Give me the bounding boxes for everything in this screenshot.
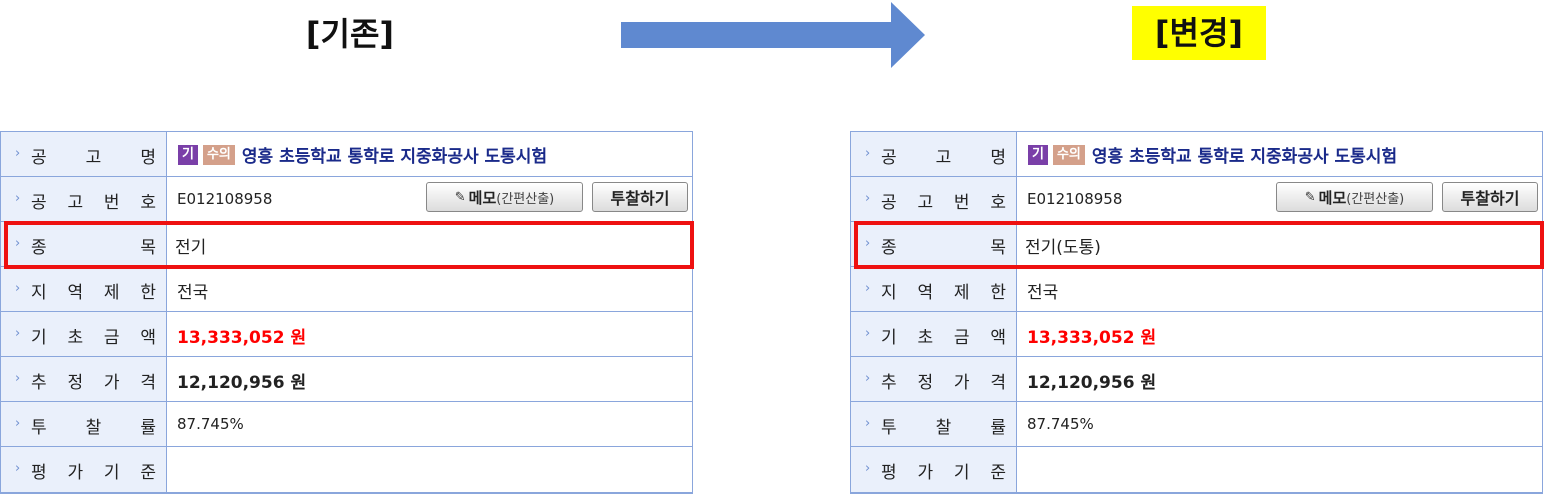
notice-number: E012108958: [177, 190, 273, 208]
row-region: › 지 역 제 한 전국: [1, 267, 692, 312]
label-est-price: › 추 정 가 격: [851, 357, 1017, 401]
chevron-right-icon: ›: [15, 236, 21, 251]
row-est-price: › 추 정 가 격 12,120,956 원: [1, 357, 692, 402]
label-notice-no: › 공 고 번 호: [851, 177, 1017, 221]
category-value: 전기(도통): [1025, 238, 1101, 258]
label-region: › 지 역 제 한: [1, 267, 167, 311]
badge-sui: 수의: [1052, 144, 1085, 165]
memo-button[interactable]: ✎ 메모 (간편산출): [426, 182, 583, 212]
heading-after: [변경]: [1132, 6, 1266, 60]
row-criteria: › 평 가 기 준: [851, 447, 1542, 493]
row-notice-no: › 공 고 번 호 E012108958 ✎ 메모 (간편산출) 투찰하기: [851, 177, 1542, 222]
row-notice-name: › 공 고 명 기 수의 영흥 초등학교 통학로 지중화공사 도통시험: [851, 132, 1542, 177]
notice-number: E012108958: [1027, 190, 1123, 208]
chevron-right-icon: ›: [15, 371, 21, 386]
row-criteria: › 평 가 기 준: [1, 447, 692, 493]
row-category: › 종 목 전기: [1, 222, 692, 267]
notice-title-link[interactable]: 영흥 초등학교 통학로 지중화공사 도통시험: [1091, 147, 1398, 167]
notice-panel-after: › 공 고 명 기 수의 영흥 초등학교 통학로 지중화공사 도통시험 › 공 …: [850, 131, 1544, 494]
label-notice-name: › 공 고 명: [1, 132, 167, 176]
notice-title-cell: 기 수의 영흥 초등학교 통학로 지중화공사 도통시험: [178, 142, 547, 167]
row-bid-rate: › 투 찰 률 87.745%: [851, 402, 1542, 447]
label-criteria: › 평 가 기 준: [851, 447, 1017, 492]
row-base-amount: › 기 초 금 액 13,333,052 원: [1, 312, 692, 357]
chevron-right-icon: ›: [865, 191, 871, 206]
label-est-price: › 추 정 가 격: [1, 357, 167, 401]
chevron-right-icon: ›: [15, 146, 21, 161]
region-value: 전국: [177, 283, 209, 303]
region-value: 전국: [1027, 283, 1059, 303]
bid-button[interactable]: 투찰하기: [592, 182, 688, 212]
bid-rate-value: 87.745%: [177, 415, 244, 433]
est-price-value: 12,120,956 원: [1027, 373, 1157, 393]
label-category: › 종 목: [851, 222, 1017, 266]
notice-panel-before: › 공 고 명 기 수의 영흥 초등학교 통학로 지중화공사 도통시험 › 공 …: [0, 131, 694, 494]
row-notice-name: › 공 고 명 기 수의 영흥 초등학교 통학로 지중화공사 도통시험: [1, 132, 692, 177]
heading-before: [기존]: [305, 15, 395, 53]
chevron-right-icon: ›: [865, 281, 871, 296]
chevron-right-icon: ›: [15, 191, 21, 206]
label-notice-no: › 공 고 번 호: [1, 177, 167, 221]
row-region: › 지 역 제 한 전국: [851, 267, 1542, 312]
chevron-right-icon: ›: [15, 326, 21, 341]
row-est-price: › 추 정 가 격 12,120,956 원: [851, 357, 1542, 402]
chevron-right-icon: ›: [865, 236, 871, 251]
label-notice-name: › 공 고 명: [851, 132, 1017, 176]
label-bid-rate: › 투 찰 률: [1, 402, 167, 446]
est-price-value: 12,120,956 원: [177, 373, 307, 393]
label-base-amount: › 기 초 금 액: [1, 312, 167, 356]
chevron-right-icon: ›: [865, 371, 871, 386]
bid-button[interactable]: 투찰하기: [1442, 182, 1538, 212]
notice-title-link[interactable]: 영흥 초등학교 통학로 지중화공사 도통시험: [241, 147, 548, 167]
chevron-right-icon: ›: [15, 461, 21, 476]
chevron-right-icon: ›: [865, 416, 871, 431]
badge-gi: 기: [1028, 144, 1048, 165]
chevron-right-icon: ›: [865, 326, 871, 341]
row-base-amount: › 기 초 금 액 13,333,052 원: [851, 312, 1542, 357]
badge-sui: 수의: [202, 144, 235, 165]
row-bid-rate: › 투 찰 률 87.745%: [1, 402, 692, 447]
bid-rate-value: 87.745%: [1027, 415, 1094, 433]
row-category: › 종 목 전기(도통): [851, 222, 1542, 267]
memo-icon: ✎: [1304, 189, 1316, 205]
base-amount-value: 13,333,052 원: [1027, 328, 1157, 348]
label-criteria: › 평 가 기 준: [1, 447, 167, 492]
base-amount-value: 13,333,052 원: [177, 328, 307, 348]
label-bid-rate: › 투 찰 률: [851, 402, 1017, 446]
label-category: › 종 목: [1, 222, 167, 266]
badge-gi: 기: [178, 144, 198, 165]
label-region: › 지 역 제 한: [851, 267, 1017, 311]
chevron-right-icon: ›: [15, 281, 21, 296]
label-base-amount: › 기 초 금 액: [851, 312, 1017, 356]
category-value: 전기: [175, 238, 207, 258]
arrow-right-icon: [621, 2, 925, 68]
notice-title-cell: 기 수의 영흥 초등학교 통학로 지중화공사 도통시험: [1028, 142, 1397, 167]
row-notice-no: › 공 고 번 호 E012108958 ✎ 메모 (간편산출) 투찰하기: [1, 177, 692, 222]
memo-button[interactable]: ✎ 메모 (간편산출): [1276, 182, 1433, 212]
chevron-right-icon: ›: [15, 416, 21, 431]
chevron-right-icon: ›: [865, 146, 871, 161]
memo-icon: ✎: [454, 189, 466, 205]
chevron-right-icon: ›: [865, 461, 871, 476]
